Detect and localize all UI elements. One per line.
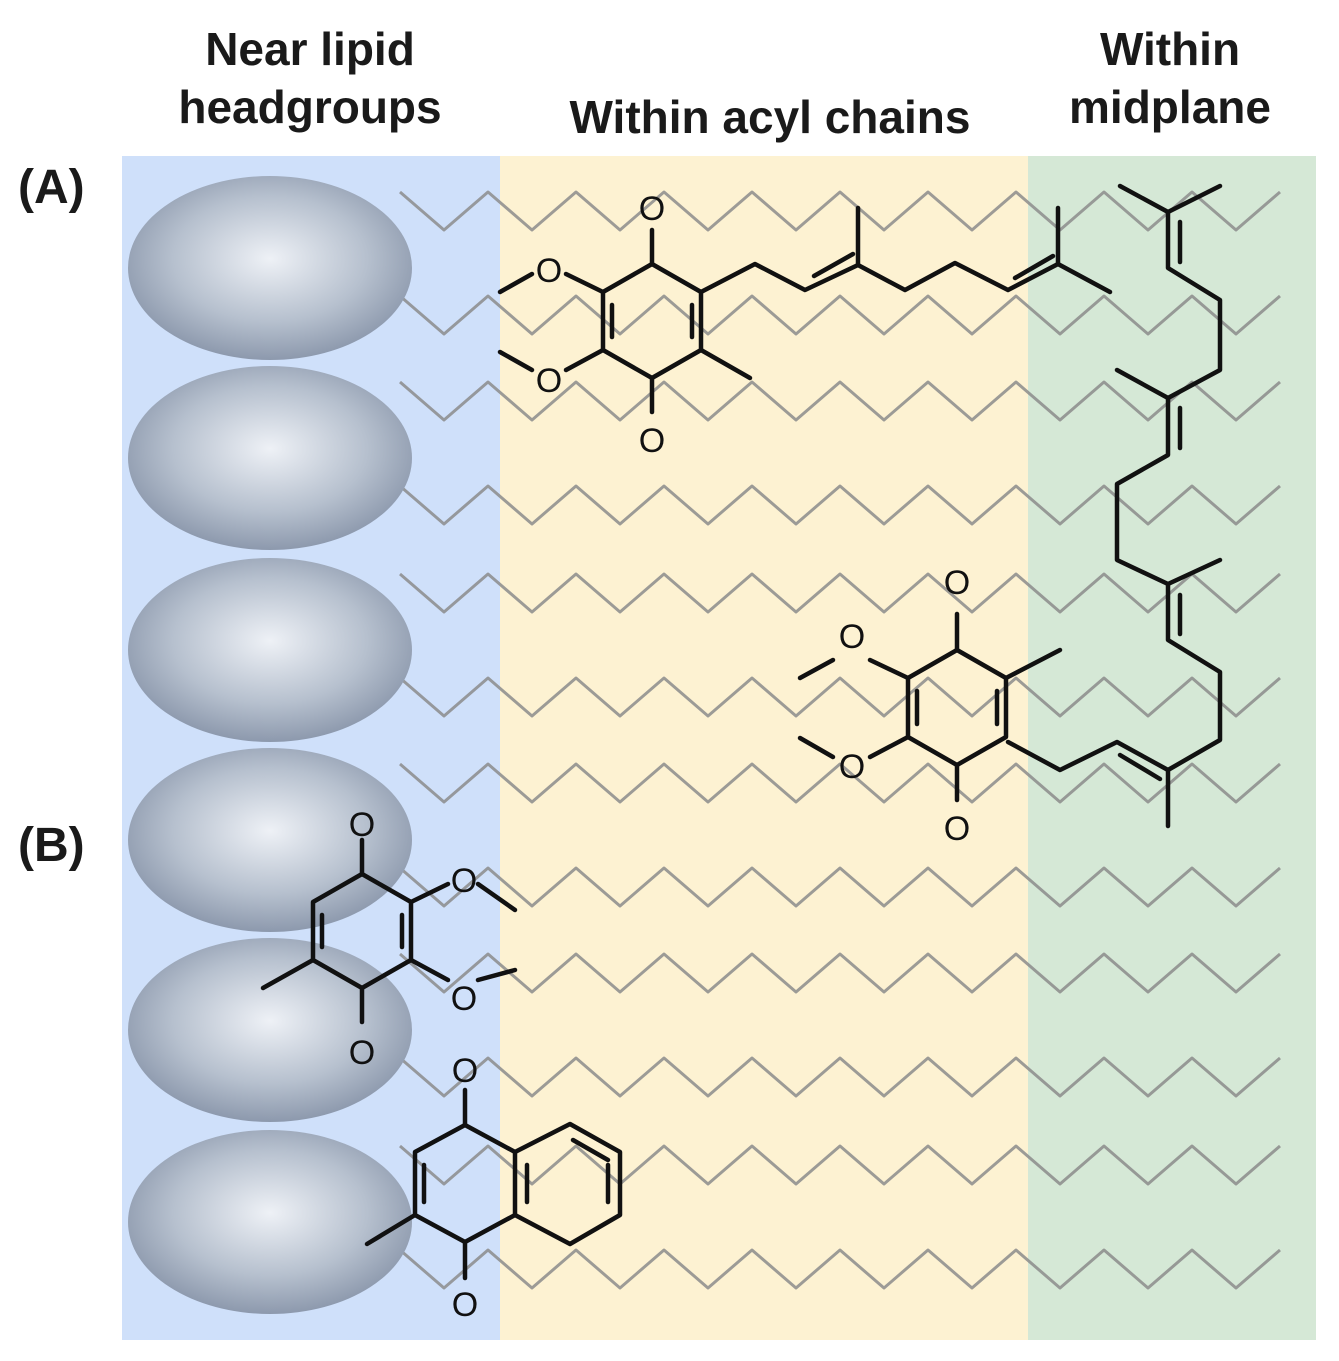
oxygen-atom-label: O [349, 1034, 375, 1072]
acyl-chain [399, 294, 1281, 336]
acyl-chain [399, 952, 1281, 994]
header-within-midplane-text: Within midplane [1069, 23, 1271, 133]
oxygen-atom-label: O [639, 190, 665, 228]
header-within-acyl-chains-text: Within acyl chains [569, 91, 971, 143]
acyl-chain [399, 762, 1281, 804]
oxygen-atom-label: O [451, 980, 477, 1018]
acyl-chain [399, 380, 1281, 422]
oxygen-atom-label: O [536, 362, 562, 400]
menadione-b-headgroup [364, 1087, 623, 1281]
lipid-headgroup [128, 176, 412, 360]
lipid-headgroup [128, 938, 412, 1122]
lipid-headgroup [128, 1130, 412, 1314]
ubiquinone-a-top [497, 205, 1113, 415]
quinone-molecules [260, 183, 1223, 1281]
acyl-chain [399, 484, 1281, 526]
isoprenoid-chain-midplane [1005, 183, 1223, 829]
acyl-chain [399, 190, 1281, 232]
oxygen-atom-label: O [452, 1052, 478, 1090]
midplane-region [1028, 156, 1316, 1340]
acyl-chain [399, 572, 1281, 614]
lipid-headgroup [128, 366, 412, 550]
oxygen-atom-label: O [839, 748, 865, 786]
oxygen-atom-label: O [944, 810, 970, 848]
acyl-chain [399, 866, 1281, 908]
oxygen-atom-label: O [349, 806, 375, 844]
acyl-chain [399, 1248, 1281, 1290]
ubiquinone-b-headgroup [260, 837, 518, 1025]
header-within-acyl-chains: Within acyl chains [520, 88, 1020, 146]
lipid-headgroup [128, 558, 412, 742]
oxygen-atom-label: O [639, 422, 665, 460]
header-near-headgroups: Near lipid headgroups [130, 20, 490, 136]
oxygen-atom-label: O [452, 1286, 478, 1324]
oxygen-atom-label: O [451, 862, 477, 900]
acyl-chain-region [500, 156, 1028, 1340]
oxygen-atom-label: O [839, 618, 865, 656]
header-near-headgroups-text: Near lipid headgroups [178, 23, 442, 133]
oxygen-atom-label: O [944, 564, 970, 602]
label-b: (B) [18, 818, 85, 873]
header-within-midplane: Within midplane [1050, 20, 1290, 136]
ubiquinone-a-bottom [797, 611, 1063, 803]
acyl-chain [399, 1056, 1281, 1098]
acyl-chains [399, 190, 1281, 1290]
label-a: (A) [18, 160, 85, 215]
acyl-chain [399, 1144, 1281, 1186]
oxygen-atom-label: O [536, 252, 562, 290]
lipid-headgroups [128, 176, 412, 1314]
label-a-text: (A) [18, 161, 85, 214]
label-b-text: (B) [18, 819, 85, 872]
acyl-chain [399, 676, 1281, 718]
